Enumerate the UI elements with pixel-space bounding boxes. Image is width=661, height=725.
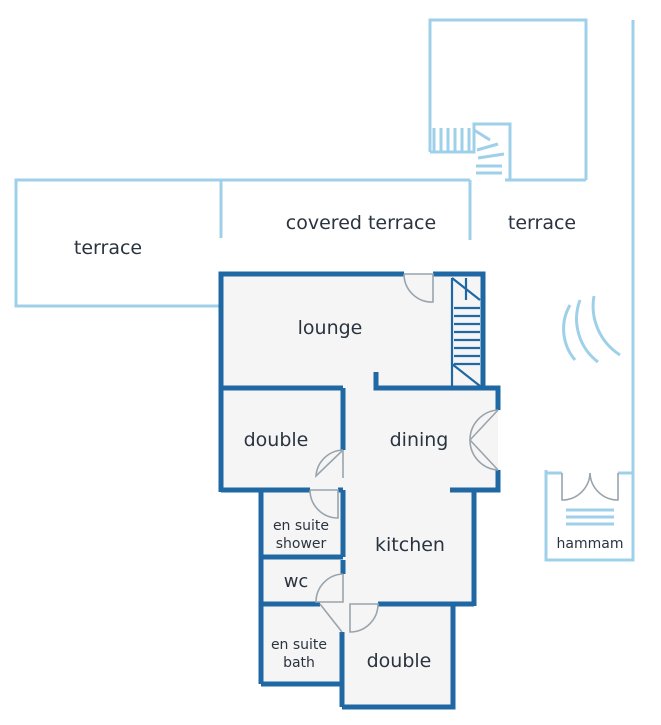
double-upper-label: double bbox=[244, 429, 309, 451]
interior-floors bbox=[221, 274, 498, 707]
double-lower-label: double bbox=[367, 650, 432, 672]
en-suite-bath-label-2: bath bbox=[283, 655, 315, 671]
terrace-left-outline bbox=[14, 178, 470, 308]
hammam-label: hammam bbox=[557, 536, 624, 552]
stairs-icon bbox=[450, 277, 481, 387]
spiral-stairs-icon bbox=[430, 122, 512, 180]
room-labels: terrace covered terrace terrace lounge d… bbox=[74, 212, 624, 672]
bench-icon bbox=[566, 508, 614, 526]
outdoor-outlines bbox=[14, 18, 635, 562]
terrace-right-label: terrace bbox=[508, 212, 576, 234]
hammam-details bbox=[561, 472, 619, 526]
covered-terrace-label: covered terrace bbox=[286, 212, 436, 234]
en-suite-shower-label-2: shower bbox=[276, 536, 327, 552]
terrace-left-label: terrace bbox=[74, 237, 142, 259]
upper-tower-outline bbox=[428, 18, 588, 180]
shower-icon bbox=[562, 295, 621, 364]
wc-label: wc bbox=[284, 571, 309, 592]
hammam-outline bbox=[544, 470, 635, 562]
en-suite-shower-label-1: en suite bbox=[273, 518, 329, 534]
door-swings bbox=[309, 273, 499, 633]
dining-label: dining bbox=[390, 429, 449, 451]
en-suite-bath-label-1: en suite bbox=[271, 637, 327, 653]
interior-walls bbox=[218, 271, 501, 710]
lounge-label: lounge bbox=[298, 317, 363, 339]
kitchen-label: kitchen bbox=[375, 534, 445, 556]
